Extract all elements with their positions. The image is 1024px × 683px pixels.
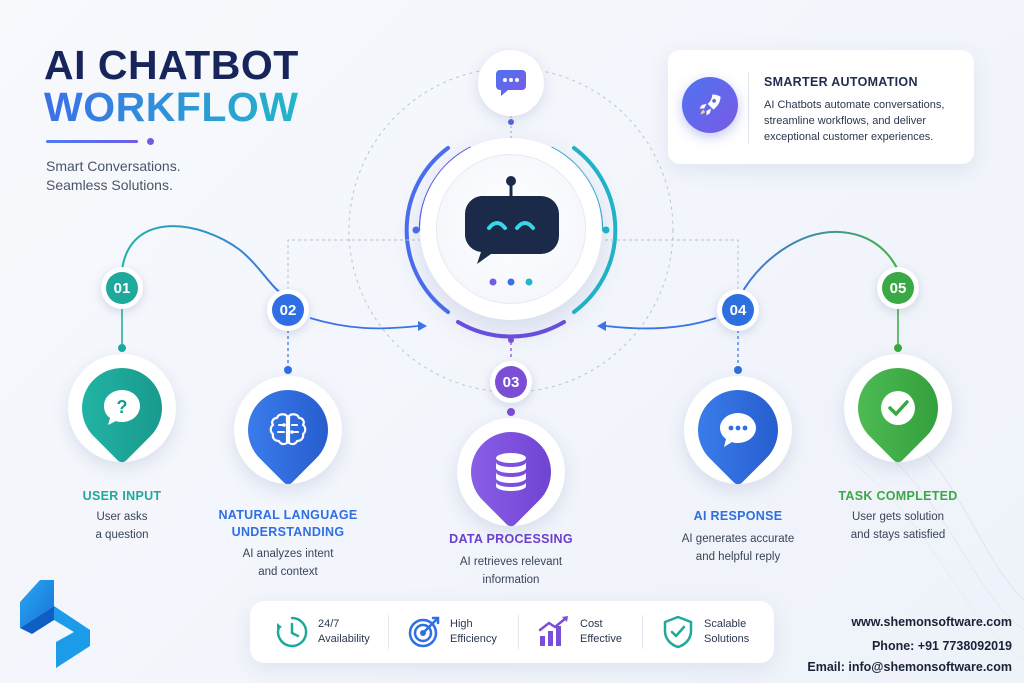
feature-scalable: Scalable Solutions xyxy=(660,601,749,663)
feature-efficiency: High Efficiency xyxy=(406,601,497,663)
step-05-title: TASK COMPLETED xyxy=(813,488,983,505)
step-02-number: 02 xyxy=(272,294,304,326)
page-title-line2: WORKFLOW xyxy=(44,84,299,130)
contact-email[interactable]: Email: info@shemonsoftware.com xyxy=(807,660,1012,674)
check-icon xyxy=(881,391,915,425)
company-logo xyxy=(20,580,90,668)
step-05-desc-line1: User gets solution xyxy=(851,511,945,523)
step-02-description: AI analyzes intent and context xyxy=(208,545,368,581)
step-04-number: 04 xyxy=(722,294,754,326)
step-02-pin xyxy=(231,373,345,487)
step-04-number-badge: 04 xyxy=(717,289,759,331)
feature-availability: 24/7 Availability xyxy=(274,601,370,663)
feature-scalable-line1: Scalable xyxy=(704,618,747,630)
automation-description: AI Chatbots automate conversations, stre… xyxy=(764,97,964,145)
feature-bar: 24/7 Availability High Efficiency Cost E… xyxy=(250,601,774,663)
step-01-description: User asks a question xyxy=(42,508,202,544)
step-02-number-badge: 02 xyxy=(267,289,309,331)
target-icon xyxy=(408,616,440,648)
feature-separator xyxy=(518,615,519,649)
svg-text:?: ? xyxy=(117,397,128,417)
step-02-title-line1: NATURAL LANGUAGE xyxy=(218,508,358,522)
automation-card: SMARTER AUTOMATION AI Chatbots automate … xyxy=(668,50,974,164)
step-01-desc-line1: User asks xyxy=(96,511,148,523)
step-03-desc-line2: information xyxy=(482,574,540,586)
feature-cost: Cost Effective xyxy=(536,601,622,663)
step-01-desc-line2: a question xyxy=(95,529,149,541)
automation-desc-line2: streamline workflows, and deliver xyxy=(764,115,927,127)
step-05-description: User gets solution and stays satisfied xyxy=(818,508,978,544)
automation-divider xyxy=(748,72,749,144)
step-03-description: AI retrieves relevant information xyxy=(431,553,591,589)
page-title-line1: AI CHATBOT xyxy=(44,42,299,88)
step-02-desc-line2: and context xyxy=(258,566,318,578)
step-01-number-badge: 01 xyxy=(101,267,143,309)
step-05-number-badge: 05 xyxy=(877,267,919,309)
step-01-pin: ? xyxy=(65,351,179,465)
tagline-line2: Seamless Solutions. xyxy=(46,177,173,193)
step-04-description: AI generates accurate and helpful reply xyxy=(658,530,818,566)
clock-icon xyxy=(276,616,308,648)
step-05-title-line1: TASK COMPLETED xyxy=(838,489,958,503)
chart-growth-icon xyxy=(538,616,568,646)
feature-separator xyxy=(642,615,643,649)
step-05-number: 05 xyxy=(882,272,914,304)
rocket-icon xyxy=(682,77,738,133)
step-04-title-line1: AI RESPONSE xyxy=(693,509,783,523)
step-04-desc-line1: AI generates accurate xyxy=(681,533,795,545)
title-underline-dot xyxy=(147,138,154,145)
step-05-desc-line2: and stays satisfied xyxy=(850,529,946,541)
step-04-title: AI RESPONSE xyxy=(653,508,823,525)
feature-cost-line2: Effective xyxy=(580,633,622,645)
step-01-number: 01 xyxy=(106,272,138,304)
step-04-pin xyxy=(681,373,795,487)
step-03-number: 03 xyxy=(495,366,527,398)
robot-icon xyxy=(464,176,559,286)
chat-dots-icon xyxy=(720,413,756,447)
automation-title: SMARTER AUTOMATION xyxy=(764,75,918,89)
step-05-pin xyxy=(841,351,955,465)
step-03-desc-line1: AI retrieves relevant xyxy=(459,556,563,568)
step-03-title-line1: DATA PROCESSING xyxy=(449,532,573,546)
step-04-desc-line2: and helpful reply xyxy=(695,551,781,563)
feature-availability-line1: 24/7 xyxy=(318,618,340,630)
title-underline xyxy=(46,140,138,143)
brain-icon xyxy=(269,413,307,446)
step-02-title: NATURAL LANGUAGE UNDERSTANDING xyxy=(203,507,373,541)
feature-efficiency-line2: Efficiency xyxy=(450,633,497,645)
feature-separator xyxy=(388,615,389,649)
feature-efficiency-line1: High xyxy=(450,618,473,630)
step-03-title: DATA PROCESSING xyxy=(426,531,596,548)
question-bubble-icon: ? xyxy=(104,390,140,425)
database-icon xyxy=(496,453,526,491)
step-03-number-badge: 03 xyxy=(490,361,532,403)
step-02-desc-line1: AI analyzes intent xyxy=(242,548,334,560)
feature-cost-line1: Cost xyxy=(580,618,603,630)
automation-desc-line3: exceptional customer experiences. xyxy=(764,131,934,143)
tagline-line1: Smart Conversations. xyxy=(46,158,181,174)
contact-website[interactable]: www.shemonsoftware.com xyxy=(851,615,1012,629)
step-01-title: USER INPUT xyxy=(37,488,207,505)
step-02-title-line2: UNDERSTANDING xyxy=(231,525,345,539)
step-01-title-line1: USER INPUT xyxy=(82,489,162,503)
contact-phone[interactable]: Phone: +91 7738092019 xyxy=(871,639,1012,653)
automation-desc-line1: AI Chatbots automate conversations, xyxy=(764,99,945,111)
top-chat-bubble xyxy=(478,50,544,116)
feature-scalable-line2: Solutions xyxy=(704,633,750,645)
step-03-pin xyxy=(454,415,568,529)
tagline: Smart Conversations. Seamless Solutions. xyxy=(46,157,181,195)
shield-check-icon xyxy=(663,615,693,649)
chat-bubble-icon xyxy=(496,70,526,96)
feature-availability-line2: Availability xyxy=(318,633,370,645)
